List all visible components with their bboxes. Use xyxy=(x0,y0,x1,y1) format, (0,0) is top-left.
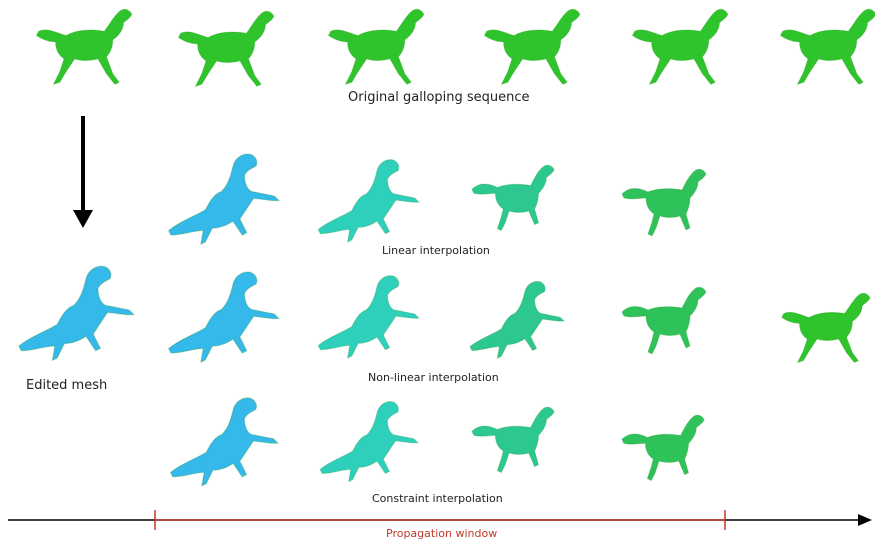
nonlinear-horse-1-icon xyxy=(169,272,279,362)
original-sequence-label: Original galloping sequence xyxy=(348,90,530,105)
nonlinear-interpolation-label: Non-linear interpolation xyxy=(368,371,499,384)
constraint-interpolation-label: Constraint interpolation xyxy=(372,492,503,505)
constraint-horse-2-icon xyxy=(320,402,418,482)
down-arrow-icon xyxy=(73,210,93,228)
constraint-horse-4-icon xyxy=(622,415,704,480)
linear-horse-4-icon xyxy=(622,169,706,236)
linear-interpolation-label: Linear interpolation xyxy=(382,244,490,257)
linear-horse-1-icon xyxy=(169,154,279,244)
propagation-window-label: Propagation window xyxy=(386,527,497,540)
original-horse-4-icon xyxy=(484,9,579,84)
original-horse-5-icon xyxy=(632,9,727,84)
constraint-horse-1-icon xyxy=(170,398,278,486)
edited-mesh-label: Edited mesh xyxy=(26,378,107,393)
constraint-horse-3-icon xyxy=(472,407,554,472)
nonlinear-horse-2-icon xyxy=(318,276,419,358)
nonlinear-horse-3-icon xyxy=(470,281,564,358)
linear-horse-2-icon xyxy=(318,160,419,242)
original-horse-2-icon xyxy=(178,11,273,86)
nonlinear-horse-5-icon xyxy=(782,293,870,362)
time-axis-arrow-icon xyxy=(858,514,872,526)
edited-mesh-horse-icon xyxy=(19,266,134,360)
nonlinear-horse-4-icon xyxy=(622,287,706,354)
original-horse-3-icon xyxy=(328,9,423,84)
linear-horse-3-icon xyxy=(472,165,554,230)
original-horse-6-icon xyxy=(780,9,875,84)
original-horse-1-icon xyxy=(36,9,131,84)
